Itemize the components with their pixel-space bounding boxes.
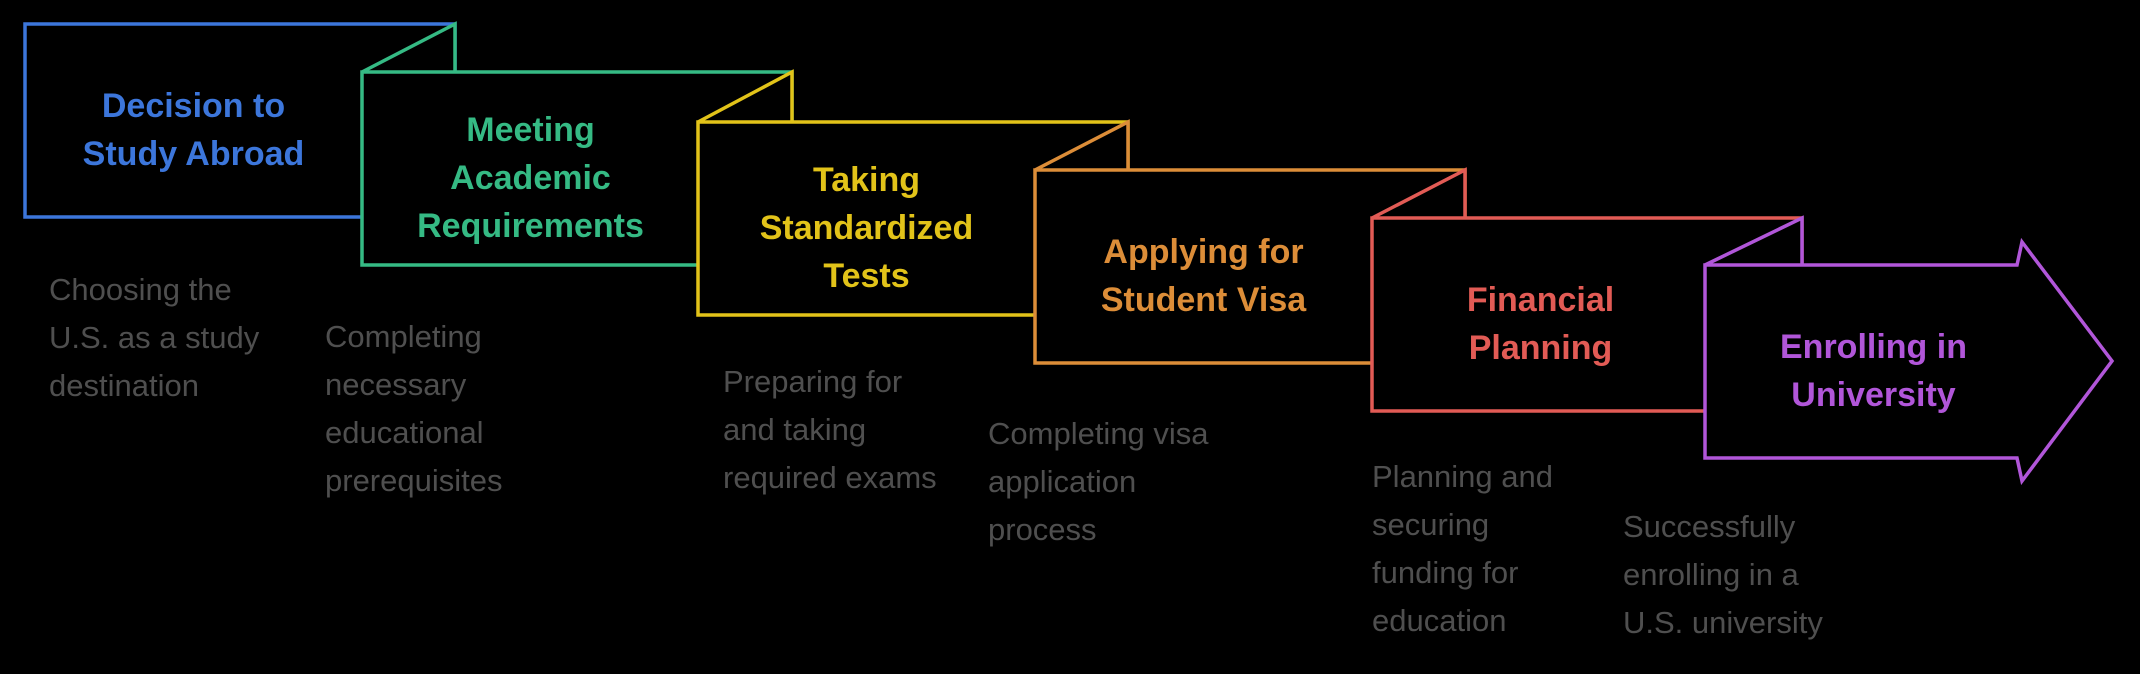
step-title-enrolling-in-university: Enrolling in University bbox=[1780, 327, 1967, 414]
step-description-financial-planning: Planning and securing funding for educat… bbox=[1372, 459, 1553, 638]
step-title-taking-standardized-tests: Taking Standardized Tests bbox=[759, 160, 974, 295]
step-description-enrolling-in-university: Successfully enrolling in a U.S. univers… bbox=[1623, 509, 1823, 640]
banner-shape-enrolling-in-university-arrow bbox=[1703, 215, 2115, 486]
step-title-applying-for-student-visa: Applying for Student Visa bbox=[1100, 232, 1307, 319]
step-title-meeting-academic-requirements: Meeting Academic Requirements bbox=[417, 110, 644, 245]
step-description-meeting-academic-requirements: Completing necessary educational prerequ… bbox=[325, 319, 503, 498]
banner-shape-financial-planning bbox=[1370, 167, 1804, 413]
banner-shape-meeting-academic-requirements bbox=[360, 21, 794, 267]
step-title-decision-to-study-abroad: Decision to Study Abroad bbox=[82, 86, 305, 173]
step-title-financial-planning: Financial Planning bbox=[1466, 280, 1615, 367]
step-description-decision-to-study-abroad: Choosing the U.S. as a study destination bbox=[49, 272, 260, 403]
step-description-applying-for-student-visa: Completing visa application process bbox=[988, 416, 1209, 547]
step-description-taking-standardized-tests: Preparing for and taking required exams bbox=[723, 364, 937, 495]
banner-shape-applying-for-student-visa bbox=[1033, 119, 1467, 365]
